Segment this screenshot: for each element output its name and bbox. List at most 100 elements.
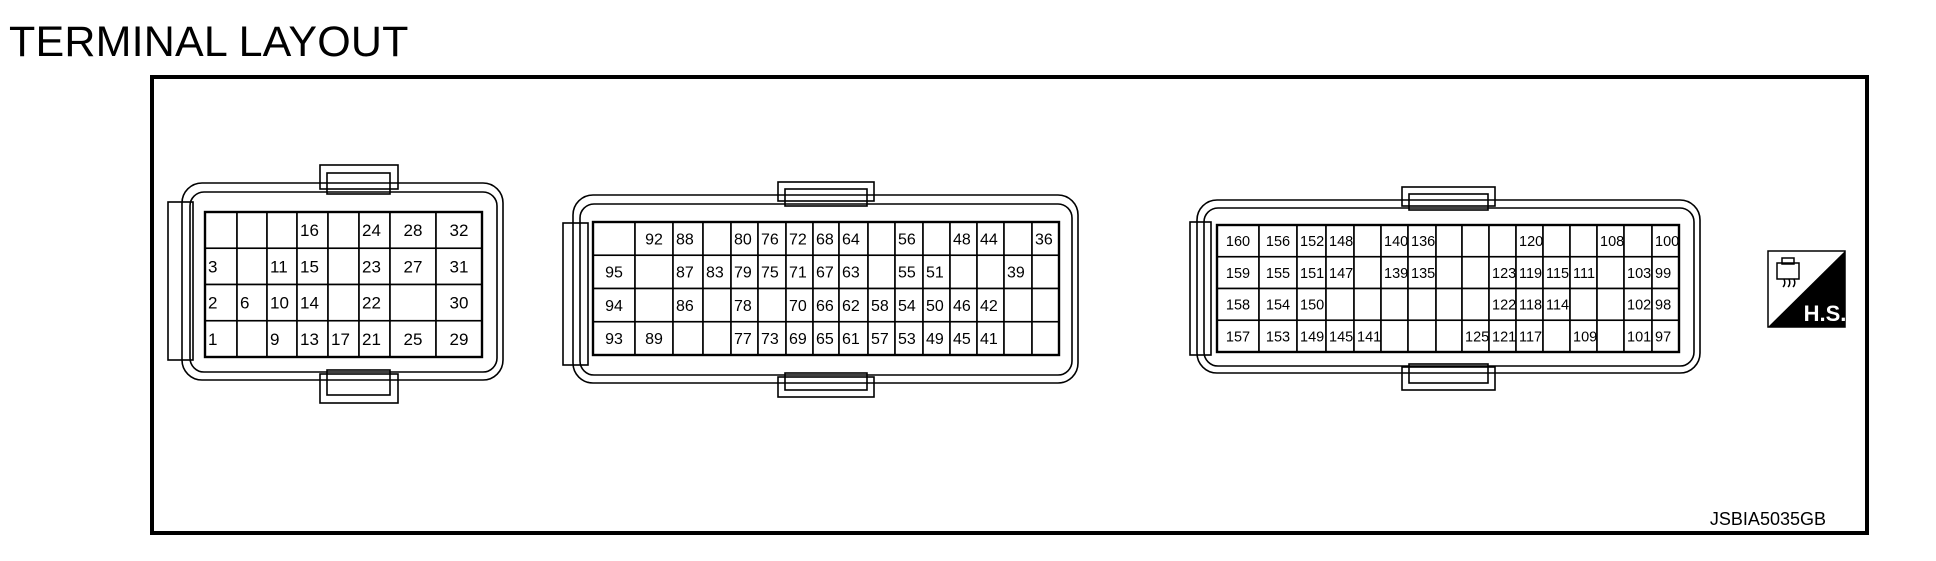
terminal-number: 114 (1546, 298, 1569, 314)
terminal-number: 88 (676, 231, 694, 248)
terminal-number: 72 (789, 231, 807, 248)
terminal-cell: 24 (358, 211, 391, 250)
terminal-number: 83 (706, 265, 724, 282)
terminal-number: 80 (734, 231, 752, 248)
terminal-number: 42 (980, 298, 998, 315)
connector-inner-wall (579, 203, 1073, 376)
terminal-number: 55 (898, 265, 916, 282)
terminal-cell (757, 287, 787, 323)
terminal-number: 25 (404, 330, 423, 349)
terminal-number: 10 (270, 294, 289, 313)
connector-top-tab (1401, 186, 1496, 207)
terminal-number: 102 (1627, 298, 1651, 314)
terminal-number: 87 (676, 265, 694, 282)
terminal-number: 109 (1573, 329, 1597, 345)
connector-housing (572, 194, 1079, 384)
terminal-number: 61 (842, 331, 860, 348)
terminal-cell: 16 (296, 211, 329, 250)
terminal-cell (1435, 319, 1463, 353)
terminal-cell (1542, 319, 1571, 353)
terminal-cell: 99 (1651, 255, 1680, 290)
terminal-cell (1569, 287, 1598, 322)
terminal-cell: 42 (976, 287, 1005, 323)
terminal-number: 15 (300, 257, 319, 276)
terminal-number: 2 (208, 294, 217, 313)
terminal-cell: 160 (1216, 224, 1260, 258)
terminal-number: 27 (404, 257, 423, 276)
terminal-number: 157 (1226, 329, 1250, 345)
terminal-number: 53 (898, 331, 916, 348)
terminal-cell: 108 (1596, 224, 1625, 258)
terminal-number: 136 (1411, 234, 1435, 250)
terminal-cell: 156 (1258, 224, 1298, 258)
connector-bottom-tab-inner (326, 369, 391, 396)
terminal-cell (592, 221, 636, 257)
terminal-number: 108 (1600, 234, 1624, 250)
terminal-cell: 58 (867, 287, 896, 323)
terminal-cell: 151 (1296, 255, 1327, 290)
terminal-cell: 153 (1258, 319, 1298, 353)
terminal-cell (672, 320, 704, 356)
harness-connector-icon (1776, 257, 1800, 288)
terminal-cell: 155 (1258, 255, 1298, 290)
terminal-cell: 109 (1569, 319, 1598, 353)
diagram-frame (150, 75, 1869, 535)
terminal-number: 11 (270, 257, 288, 276)
terminal-cell (702, 287, 732, 323)
terminal-cell: 119 (1515, 255, 1544, 290)
terminal-cell: 39 (1003, 254, 1033, 290)
connector-latch (167, 201, 194, 361)
terminal-number: 39 (1007, 265, 1025, 282)
terminal-number: 70 (789, 298, 807, 315)
terminal-number: 77 (734, 331, 752, 348)
terminal-number: 49 (926, 331, 944, 348)
connector-bottom-tab-inner (1408, 363, 1489, 384)
terminal-cell (1380, 319, 1409, 353)
connector-inner-wall (189, 191, 498, 373)
terminal-cell: 149 (1296, 319, 1327, 353)
terminal-cell: 46 (949, 287, 978, 323)
terminal-cell (1031, 254, 1060, 290)
terminal-cell (1435, 287, 1463, 322)
terminal-cell: 141 (1353, 319, 1382, 353)
terminal-cell (1435, 224, 1463, 258)
connector-bottom-tab (1401, 366, 1496, 391)
terminal-number: 159 (1226, 266, 1250, 282)
terminal-cell (1596, 319, 1625, 353)
terminal-cell: 56 (894, 221, 924, 257)
terminal-cell: 92 (634, 221, 674, 257)
terminal-cell: 103 (1623, 255, 1653, 290)
terminal-number: 58 (871, 298, 889, 315)
terminal-cell: 45 (949, 320, 978, 356)
terminal-cell (1461, 255, 1490, 290)
terminal-cell: 30 (435, 283, 483, 322)
terminal-cell (327, 247, 360, 286)
terminal-number: 92 (645, 231, 663, 248)
terminal-number: 51 (926, 265, 944, 282)
terminal-cell: 94 (592, 287, 636, 323)
terminal-number: 30 (450, 294, 469, 313)
terminal-number: 119 (1519, 266, 1542, 282)
terminal-cell: 31 (435, 247, 483, 286)
terminal-number: 63 (842, 265, 860, 282)
terminal-cell: 64 (838, 221, 869, 257)
terminal-number: 28 (404, 221, 423, 240)
terminal-number: 135 (1411, 266, 1435, 282)
terminal-cell (1435, 255, 1463, 290)
terminal-number: 9 (270, 330, 279, 349)
terminal-cell (1461, 287, 1490, 322)
terminal-cell (1542, 224, 1571, 258)
terminal-number: 67 (816, 265, 834, 282)
terminal-number: 145 (1329, 329, 1353, 345)
terminal-cell: 29 (435, 319, 483, 358)
terminal-number: 3 (208, 257, 217, 276)
terminal-number: 153 (1266, 329, 1290, 345)
terminal-number: 45 (953, 331, 971, 348)
terminal-number: 123 (1492, 266, 1516, 282)
terminal-number: 117 (1519, 329, 1542, 345)
terminal-cell: 15 (296, 247, 329, 286)
terminal-number: 103 (1627, 266, 1651, 282)
terminal-number: 73 (761, 331, 779, 348)
terminal-cell: 69 (785, 320, 814, 356)
